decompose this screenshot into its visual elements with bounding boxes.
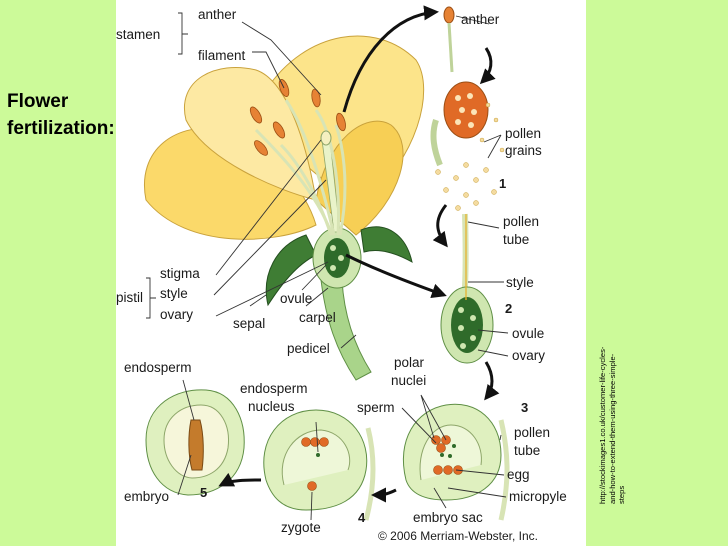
label-micropyle: micropyle [509, 489, 567, 504]
source-url-line-1: http://stockimages1.co.uk/customer-life-… [598, 346, 607, 504]
label-stigma: stigma [160, 266, 200, 281]
label-pollen-grains-1: pollen [505, 126, 541, 141]
process-arrows [218, 5, 500, 503]
label-anther: anther [198, 7, 237, 22]
source-url-line-3: steps [617, 485, 626, 504]
label-ovary: ovary [160, 307, 193, 322]
label-ovary-2: ovary [512, 348, 545, 363]
step-4: 4 [358, 510, 366, 525]
label-polar-nuclei-1: polar [394, 355, 425, 370]
label-sepal: sepal [233, 316, 265, 331]
label-endosperm: endosperm [124, 360, 192, 375]
label-zygote: zygote [281, 520, 321, 535]
label-sperm: sperm [357, 400, 395, 415]
label-stamen: stamen [116, 27, 160, 42]
label-pollen-tube-2: tube [503, 232, 529, 247]
slide-title: Flower fertilization: [7, 88, 115, 142]
stage-4-ovule [263, 409, 376, 521]
step-3: 3 [521, 400, 528, 415]
stage-5-seed [145, 389, 245, 496]
step-1: 1 [499, 176, 506, 191]
label-pollen-tube-3b: tube [514, 443, 540, 458]
label-endosperm-nucleus-1: endosperm [240, 381, 308, 396]
flower-illustration [144, 35, 425, 381]
stage-1-anther [430, 6, 505, 211]
step-5: 5 [200, 485, 207, 500]
label-ovule-2: ovule [512, 326, 544, 341]
pedicel-stem [320, 279, 372, 381]
label-embryo-sac: embryo sac [413, 510, 483, 525]
petal-upper [184, 66, 317, 201]
diagram-panel: stamen anther filament anther pollen gra… [116, 0, 586, 546]
title-line-1: Flower [7, 91, 69, 112]
label-pollen-tube-3a: pollen [514, 425, 550, 440]
source-url: http://stockimages1.co.uk/customer-life-… [598, 304, 627, 504]
sepal-right [360, 226, 413, 263]
label-carpel: carpel [299, 310, 336, 325]
stage-2-pistil [440, 213, 494, 364]
stage-3-ovule [402, 403, 510, 521]
source-url-line-2: and-how-to-extend-them-using-three-simpl… [607, 353, 617, 504]
label-pedicel: pedicel [287, 341, 330, 356]
label-filament: filament [198, 48, 246, 63]
sepal-left [265, 234, 317, 307]
label-polar-nuclei-2: nuclei [391, 373, 426, 388]
label-style-2: style [506, 275, 534, 290]
title-line-2: fertilization: [7, 118, 115, 139]
flower-fertilization-diagram: stamen anther filament anther pollen gra… [116, 5, 567, 543]
label-pistil: pistil [116, 290, 143, 305]
label-pollen-grains-2: grains [505, 143, 542, 158]
label-style: style [160, 286, 188, 301]
stigma [320, 130, 332, 146]
label-pollen-tube-1: pollen [503, 214, 539, 229]
label-embryo: embryo [124, 489, 169, 504]
copyright-notice: © 2006 Merriam-Webster, Inc. [378, 529, 538, 543]
label-endosperm-nucleus-2: nucleus [248, 399, 295, 414]
ovary-chamber [324, 238, 350, 278]
filaments [254, 99, 347, 236]
label-egg: egg [507, 467, 530, 482]
pollen-grains [435, 102, 505, 211]
leader-lines [146, 12, 509, 521]
label-ovule: ovule [280, 291, 312, 306]
step-2: 2 [505, 301, 512, 316]
label-anther-detail: anther [461, 12, 500, 27]
